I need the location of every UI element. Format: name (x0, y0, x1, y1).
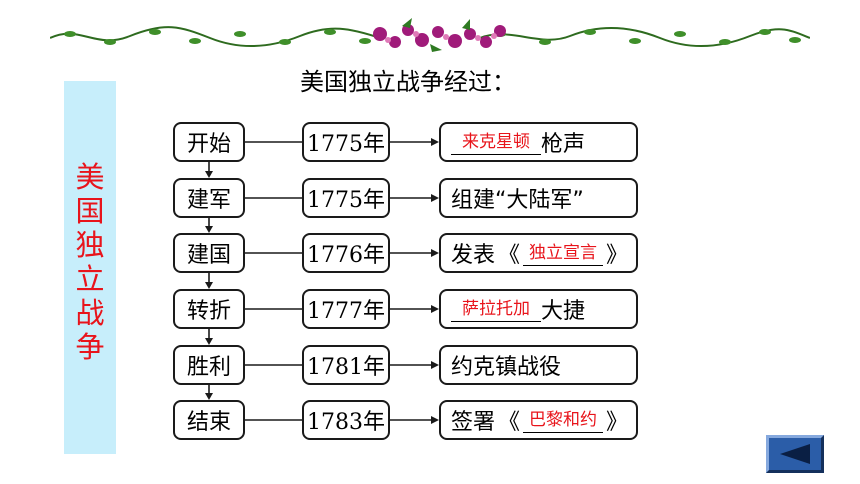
event-text: 签署 (451, 410, 496, 435)
event-text: 枪声 (541, 132, 586, 157)
stage-box: 建军 (173, 178, 245, 218)
year-box: 1783年 (302, 400, 390, 440)
side-panel (64, 81, 116, 454)
stage-box: 开始 (173, 122, 245, 162)
event-box: 组建“大陆军” (439, 178, 638, 218)
back-arrow-icon (780, 444, 810, 464)
event-box: 萨拉托加大捷 (439, 289, 638, 329)
side-title: 美国独立战争 (75, 160, 105, 364)
stage-box: 结束 (173, 400, 245, 440)
answer-blank: 萨拉托加 (451, 297, 541, 322)
year-box: 1775年 (302, 178, 390, 218)
page-title: 美国独立战争经过： (300, 68, 516, 96)
close-quote: 》 (606, 243, 629, 268)
year-box: 1777年 (302, 289, 390, 329)
answer-blank: 独立宣言 (523, 241, 604, 266)
back-button[interactable] (766, 435, 824, 473)
year-box: 1781年 (302, 345, 390, 385)
year-box: 1775年 (302, 122, 390, 162)
answer-blank: 来克星顿 (451, 130, 541, 155)
stage-box: 建国 (173, 233, 245, 273)
floral-vine-icon (50, 18, 810, 52)
event-text: 组建“大陆军” (451, 188, 584, 213)
year-box: 1776年 (302, 233, 390, 273)
answer-blank: 巴黎和约 (523, 408, 604, 433)
open-quote: 《 (498, 410, 521, 435)
stage-box: 胜利 (173, 345, 245, 385)
event-box: 发表《独立宣言》 (439, 233, 638, 273)
event-text: 发表 (451, 243, 496, 268)
event-box: 约克镇战役 (439, 345, 638, 385)
open-quote: 《 (498, 243, 521, 268)
event-text: 约克镇战役 (451, 355, 562, 380)
event-box: 来克星顿枪声 (439, 122, 638, 162)
stage-box: 转折 (173, 289, 245, 329)
event-text: 大捷 (541, 299, 586, 324)
close-quote: 》 (606, 410, 629, 435)
event-box: 签署《巴黎和约》 (439, 400, 638, 440)
